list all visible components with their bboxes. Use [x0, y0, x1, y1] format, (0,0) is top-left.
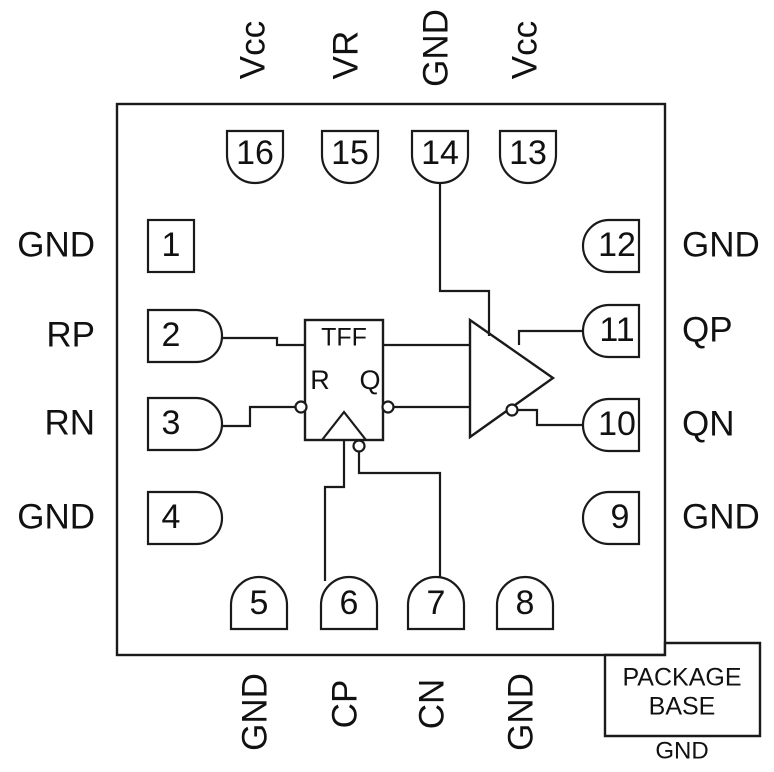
pin-label-15: VR [326, 31, 365, 80]
tff-r-input-bubble [294, 400, 308, 414]
pin-label-8: GND [501, 673, 540, 751]
wire-buffer-to-pin11 [517, 329, 583, 345]
pin-number-3: 3 [162, 404, 181, 442]
pin-number-15: 15 [331, 134, 369, 172]
tff-clock-inverted-bubble [352, 439, 366, 453]
buffer-qn-output-bubble [505, 403, 519, 417]
pin-shape-3[interactable] [146, 396, 224, 452]
wire-pin6-to-tff-clock [323, 440, 346, 581]
pin-shape-11[interactable] [581, 303, 641, 359]
pin-label-6: CP [325, 680, 364, 729]
pin-label-3: RN [44, 403, 95, 442]
wire-pin2-to-tff [221, 336, 305, 347]
pin-number-12: 12 [598, 226, 636, 264]
pin-label-2: RP [46, 315, 95, 354]
pin-number-1: 1 [162, 226, 181, 264]
pin-shape-1[interactable] [146, 218, 196, 274]
pin-label-14: GND [416, 9, 455, 87]
wire-pin3-to-tff-r [221, 405, 297, 428]
pin-shape-9[interactable] [581, 490, 641, 546]
tff-title: TFF [321, 324, 367, 352]
wire-pin14-to-buffer [438, 182, 491, 336]
pin-label-4: GND [17, 497, 95, 536]
tff-port-r-label: R [310, 365, 330, 395]
pin-shape-14[interactable] [410, 129, 470, 185]
pin-label-1: GND [17, 225, 95, 264]
pin-number-2: 2 [162, 316, 181, 354]
pin-number-9: 9 [611, 498, 630, 536]
pin-label-9: GND [682, 497, 760, 536]
tff-q-output-bubble [381, 400, 395, 414]
pin-number-10: 10 [598, 405, 636, 443]
package-base-line1: PACKAGE [622, 664, 741, 692]
pin-label-7: CN [412, 679, 451, 730]
pin-number-13: 13 [509, 134, 547, 172]
pin-shape-16[interactable] [225, 129, 285, 185]
pin-shape-12[interactable] [581, 218, 641, 274]
pin-label-5: GND [235, 673, 274, 751]
pin-label-12: GND [682, 225, 760, 264]
pin-number-11: 11 [599, 311, 634, 349]
tff-block-outline [303, 318, 385, 442]
pin-number-4: 4 [162, 498, 181, 536]
pin-label-10: QN [682, 404, 735, 443]
pin-shape-7[interactable] [406, 575, 466, 631]
pin-label-13: Vcc [505, 21, 544, 79]
pin-number-16: 16 [236, 134, 274, 172]
package-base-line2: BASE [649, 693, 716, 721]
pin-shape-13[interactable] [498, 129, 558, 185]
package-body-outline [115, 102, 667, 657]
pin-label-11: QP [682, 310, 733, 349]
pin-shape-4[interactable] [146, 490, 224, 546]
wire-pin7-to-tff-clock-inv [357, 452, 442, 581]
pin-label-16: Vcc [233, 21, 272, 79]
pin-shape-5[interactable] [229, 575, 289, 631]
pin-number-8: 8 [516, 584, 535, 622]
pin-shape-15[interactable] [320, 129, 380, 185]
wire-buffer-to-pin10 [518, 408, 583, 427]
pin-number-5: 5 [250, 584, 269, 622]
tff-clock-triangle [321, 410, 367, 441]
tff-port-q-label: Q [359, 365, 380, 395]
pin-shape-6[interactable] [319, 575, 379, 631]
pin-number-14: 14 [421, 134, 459, 172]
package-base-outline [603, 641, 762, 738]
package-base-net-label: GND [655, 737, 708, 764]
pin-shape-10[interactable] [581, 397, 641, 453]
pin-shape-2[interactable] [146, 308, 224, 364]
pin-number-7: 7 [427, 584, 446, 622]
pin-number-6: 6 [340, 584, 359, 622]
pin-shape-8[interactable] [495, 575, 555, 631]
